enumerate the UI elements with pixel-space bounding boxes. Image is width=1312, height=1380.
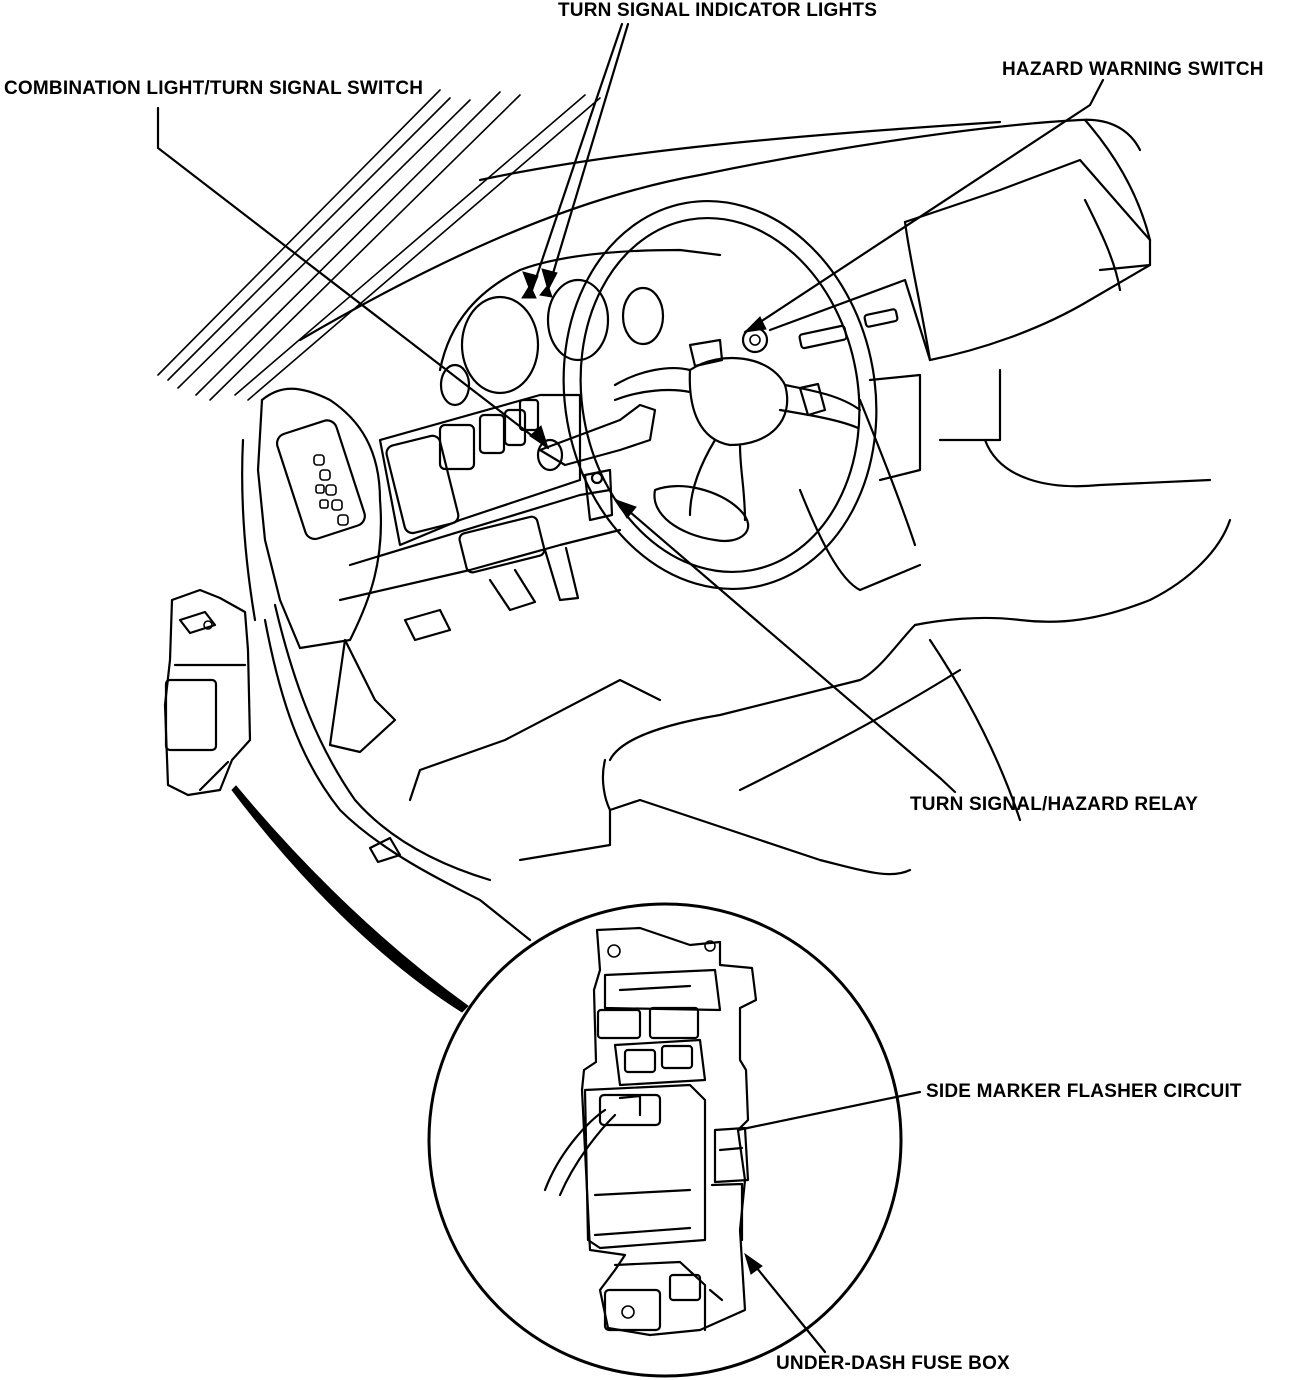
label-under-dash-fuse-box: UNDER-DASH FUSE BOX [776, 1353, 1010, 1374]
magnifier-pointer [231, 785, 469, 1013]
car-interior-drawing [157, 89, 1232, 1013]
kick-panel-fuse-box [163, 588, 252, 797]
a-pillar [157, 89, 601, 401]
fuse-box-magnified-view [427, 902, 903, 1378]
center-console [768, 278, 1212, 592]
windshield-and-dash-top [298, 118, 1152, 362]
under-dash-fuse-box-drawing [543, 926, 758, 1337]
callout-leaders [156, 22, 1105, 1354]
floor-and-seat [241, 438, 1232, 942]
steering-column-and-stalk [403, 403, 657, 642]
label-turn-signal-hazard-relay: TURN SIGNAL/HAZARD RELAY [910, 794, 1198, 815]
label-turn-signal-indicator-lights: TURN SIGNAL INDICATOR LIGHTS [558, 0, 877, 21]
steering-wheel [562, 199, 878, 591]
magnifier-circle [427, 902, 903, 1378]
instrument-cluster [438, 248, 722, 407]
label-combination-switch: COMBINATION LIGHT/TURN SIGNAL SWITCH [4, 78, 423, 99]
label-hazard-warning-switch: HAZARD WARNING SWITCH [1002, 59, 1264, 80]
mirror-switch-buttons [313, 454, 349, 526]
label-side-marker-flasher-circuit: SIDE MARKER FLASHER CIRCUIT [926, 1081, 1242, 1102]
left-dash-panel [256, 387, 622, 650]
callout-labels: TURN SIGNAL INDICATOR LIGHTS COMBINATION… [4, 0, 1264, 1374]
